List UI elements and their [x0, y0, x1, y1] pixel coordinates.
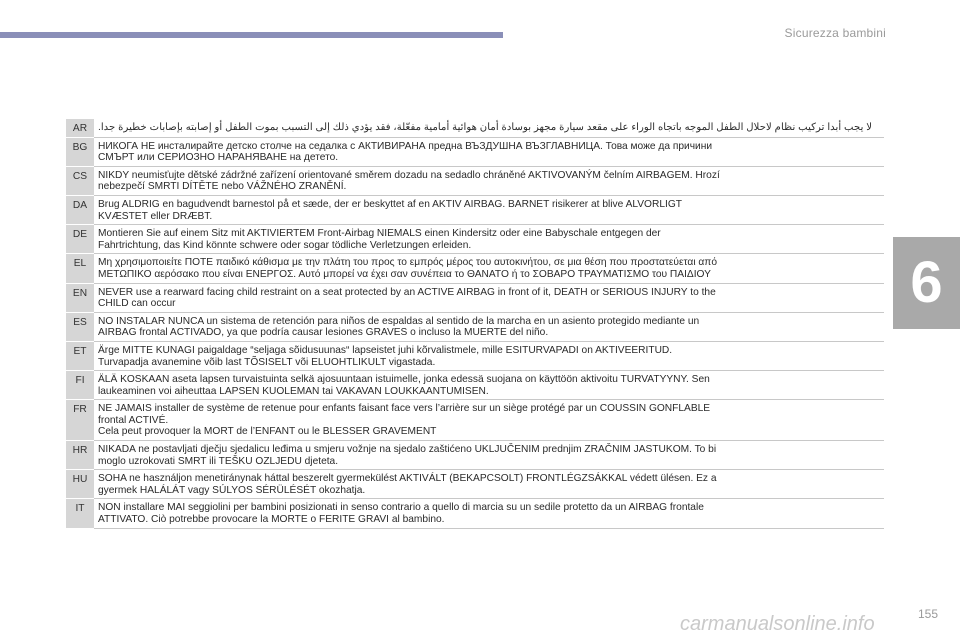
chapter-tab: 6: [893, 237, 960, 329]
language-code: ET: [66, 341, 94, 372]
header-accent-bar: [0, 32, 503, 38]
language-code: HU: [66, 469, 94, 500]
language-code: FR: [66, 399, 94, 442]
warning-text: Montieren Sie auf einem Sitz mit AKTIVIE…: [94, 224, 884, 255]
language-code: DA: [66, 195, 94, 226]
language-code: AR: [66, 119, 94, 138]
warning-text: SOHA ne használjon menetiránynak háttal …: [94, 469, 884, 500]
page-number: 155: [917, 607, 938, 621]
language-code: EN: [66, 283, 94, 313]
warning-text: Brug ALDRIG en bagudvendt barnestol på e…: [94, 195, 884, 226]
warning-text: NEVER use a rearward facing child restra…: [94, 283, 884, 313]
warning-text: NIKADA ne postavljati dječju sjedalicu l…: [94, 440, 884, 471]
warning-text: Ärge MITTE KUNAGI paigaldage “seljaga sõ…: [94, 341, 884, 372]
page-section-title: Sicurezza bambini: [784, 26, 886, 40]
warning-text: لا يجب أبدا تركيب نظام لاحلال الطفل المو…: [94, 119, 884, 138]
warning-text: NE JAMAIS installer de système de retenu…: [94, 399, 884, 442]
language-code: IT: [66, 498, 94, 529]
language-code: DE: [66, 224, 94, 255]
language-code: EL: [66, 253, 94, 284]
warning-text: NO INSTALAR NUNCA un sistema de retenció…: [94, 312, 884, 342]
warning-text: NON installare MAI seggiolini per bambin…: [94, 498, 884, 529]
warning-text: Μη χρησιμοποιείτε ΠΟΤΕ παιδικό κάθισμα μ…: [94, 253, 884, 284]
warning-text: ÄLÄ KOSKAAN aseta lapsen turvaistuinta s…: [94, 370, 884, 401]
language-code: HR: [66, 440, 94, 471]
warning-text: НИКОГА НЕ инсталирайте детско столче на …: [94, 137, 884, 167]
warning-text: NIKDY neumisťujte dětské zádržné zařízen…: [94, 166, 884, 196]
watermark-text: carmanualsonline.info: [680, 613, 875, 635]
language-code: CS: [66, 166, 94, 196]
language-code: BG: [66, 137, 94, 167]
language-code: FI: [66, 370, 94, 401]
language-code: ES: [66, 312, 94, 342]
